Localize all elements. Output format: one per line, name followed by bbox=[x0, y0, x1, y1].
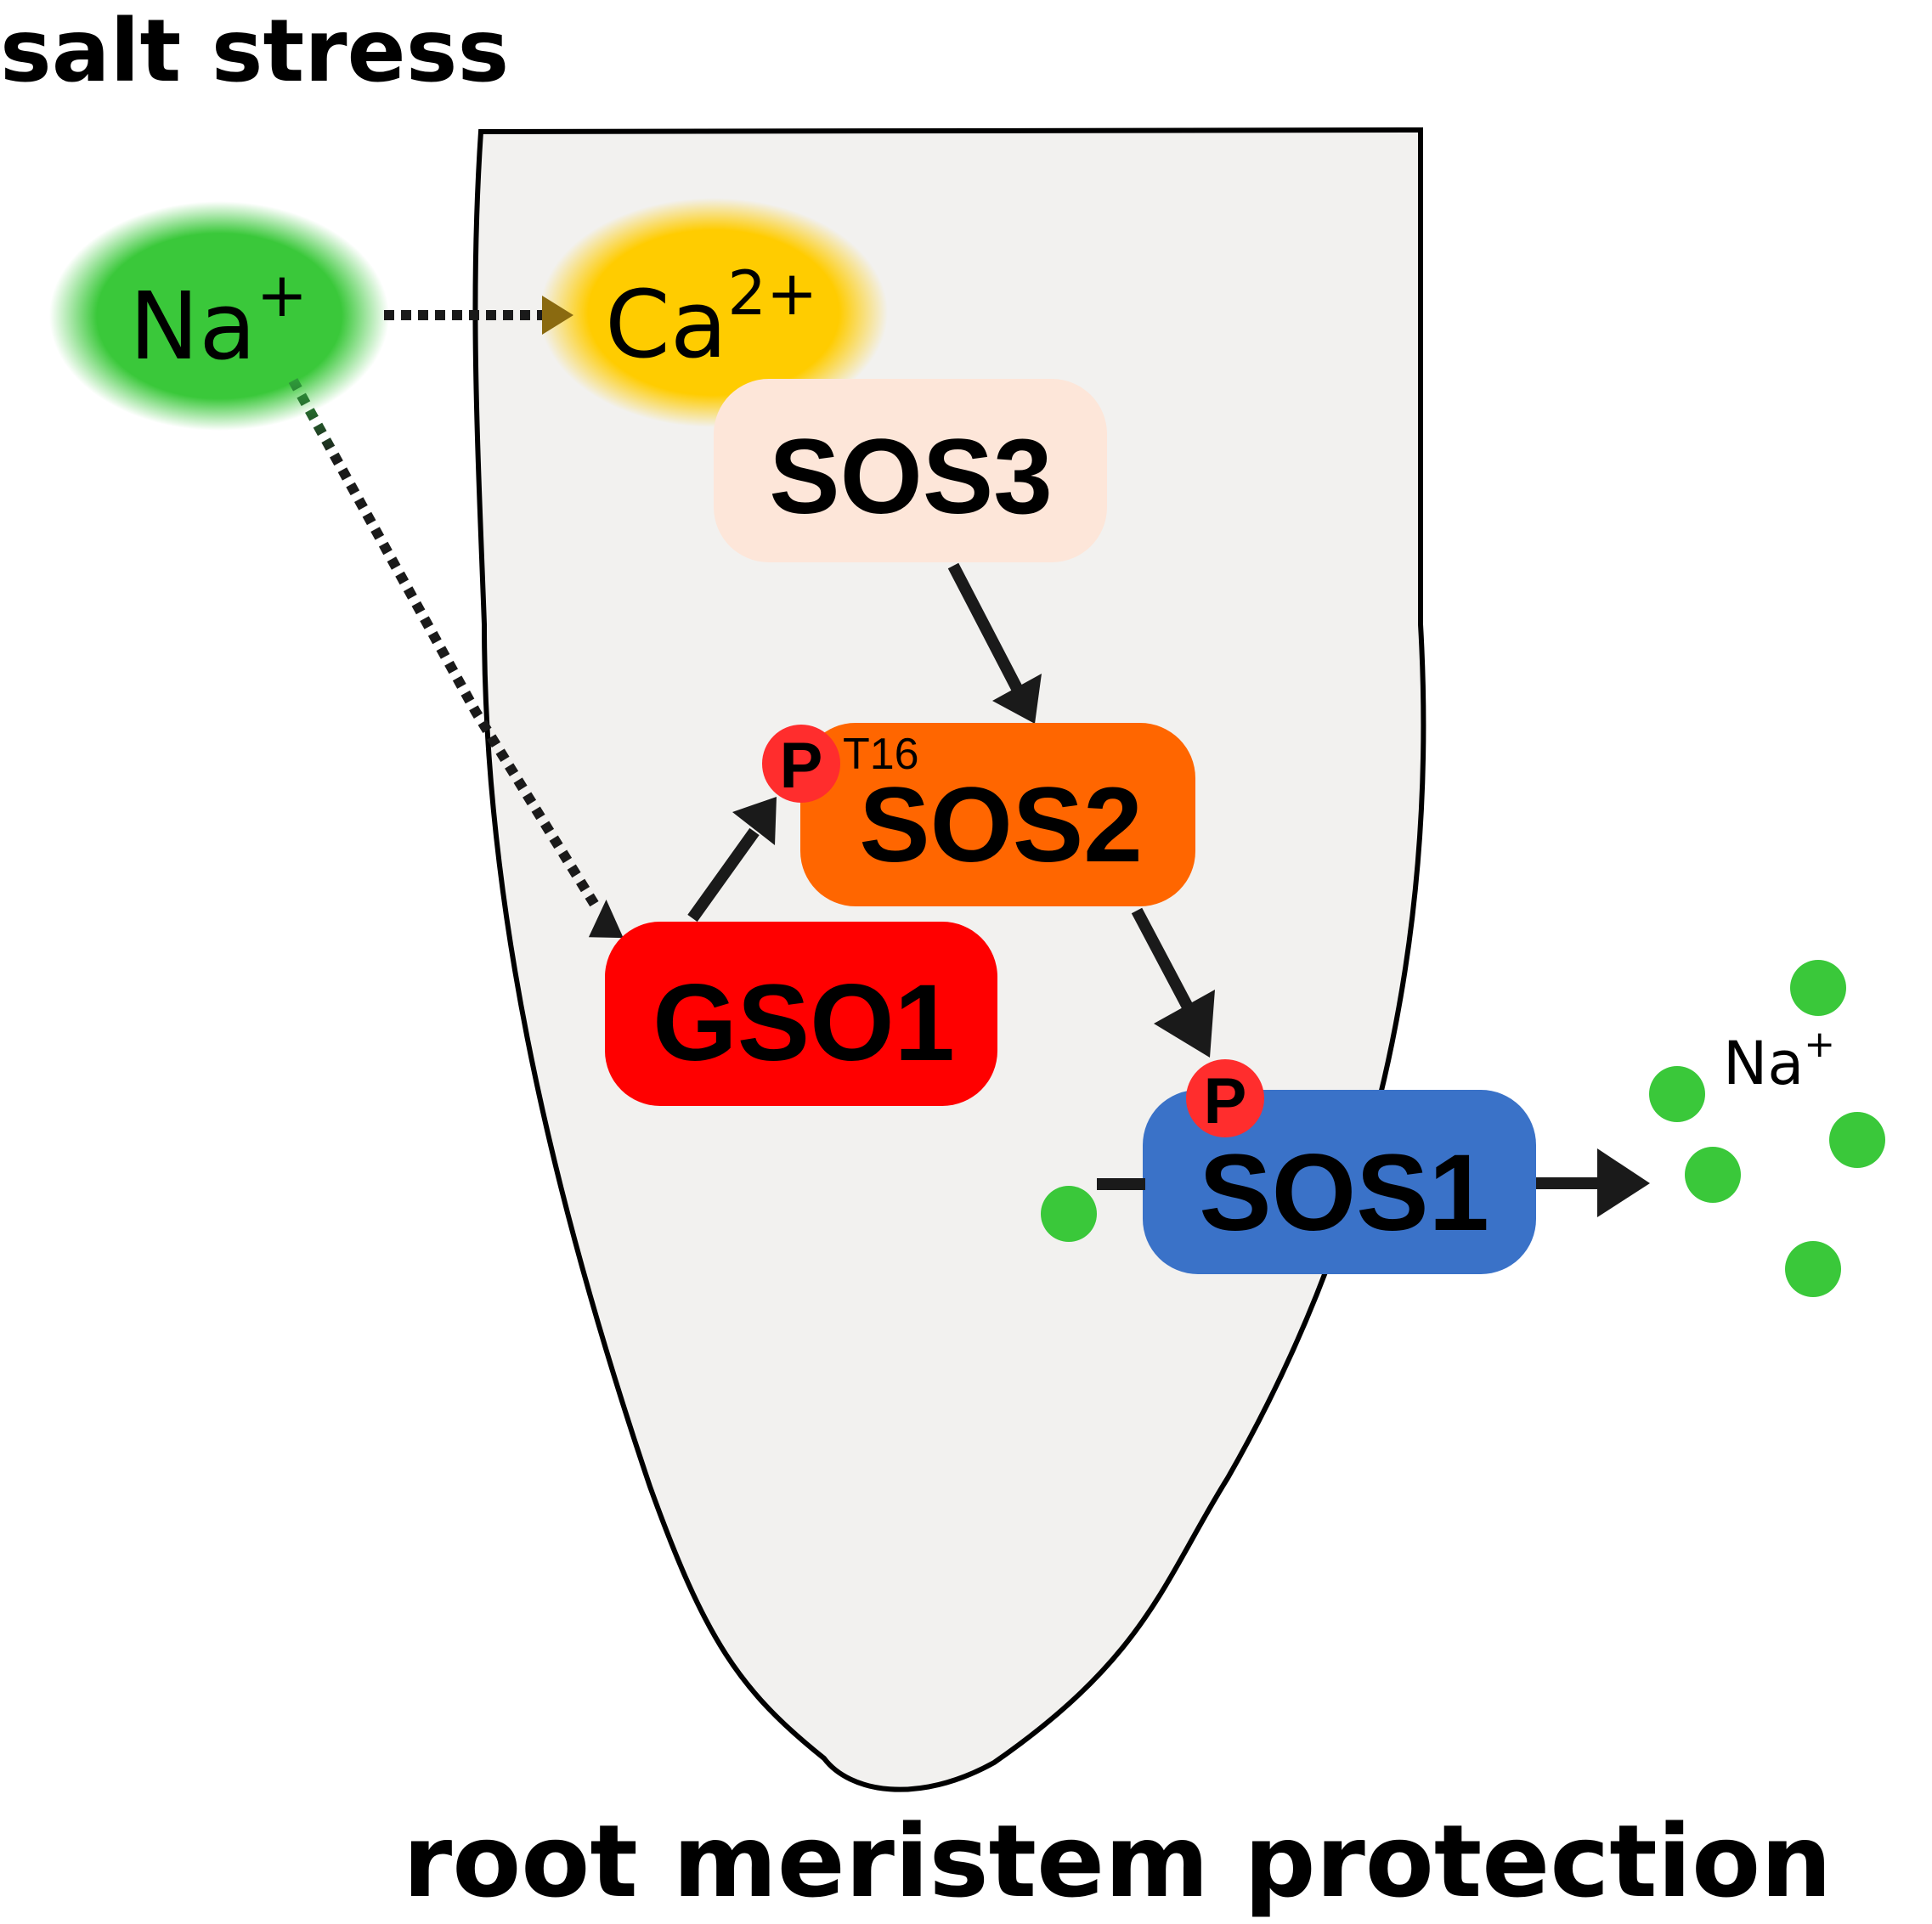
phospho-badge-sos2 bbox=[762, 725, 840, 803]
na-ion-dot bbox=[1649, 1066, 1705, 1122]
na-ion-dot-inside bbox=[1041, 1186, 1097, 1242]
gso1-label: GSO1 bbox=[652, 962, 955, 1084]
title-salt-stress: salt stress bbox=[0, 1, 509, 102]
gso1-box bbox=[605, 922, 997, 1106]
edge-sos3-to-sos2 bbox=[947, 562, 1028, 702]
ca-ion-blob bbox=[539, 198, 888, 427]
arrowhead-gso1-to-sos2 bbox=[732, 797, 777, 845]
arrowhead-sos3-to-sos2 bbox=[992, 674, 1042, 724]
arrowhead-sos2-to-sos1 bbox=[1154, 990, 1215, 1058]
na-ion-dot bbox=[1785, 1241, 1841, 1297]
sos1-label: SOS1 bbox=[1199, 1132, 1489, 1254]
na-extruded-label: Na+ bbox=[1723, 1023, 1835, 1098]
arrowhead-sos1-to-outside bbox=[1597, 1148, 1650, 1217]
sos2-label: SOS2 bbox=[859, 766, 1143, 884]
na-ion-dot bbox=[1829, 1112, 1885, 1168]
arrowhead-na-to-gso1 bbox=[588, 899, 624, 939]
phospho-symbol-sos1: P bbox=[1204, 1065, 1247, 1137]
arrowhead-na-to-ca bbox=[542, 296, 573, 335]
sos1-box bbox=[1143, 1090, 1536, 1274]
edge-na-to-gso1 bbox=[288, 378, 600, 908]
sos2-site-label: T16 bbox=[843, 730, 919, 779]
sos2-box bbox=[800, 723, 1195, 906]
na-ion-dot bbox=[1685, 1147, 1741, 1203]
na-ion-label: Na+ bbox=[129, 259, 308, 381]
sos3-box bbox=[714, 379, 1107, 562]
na-ion-dot bbox=[1790, 960, 1846, 1016]
phospho-symbol-sos2: P bbox=[780, 730, 823, 802]
sos3-label: SOS3 bbox=[769, 418, 1053, 536]
na-ion-blob bbox=[49, 201, 389, 431]
ca-ion-label: Ca2+ bbox=[605, 257, 817, 379]
phospho-badge-sos1 bbox=[1186, 1059, 1264, 1137]
edge-gso1-to-sos2 bbox=[687, 827, 760, 923]
title-root-meristem-protection: root meristem protection bbox=[403, 1803, 1832, 1920]
edge-sos2-to-sos1 bbox=[1131, 907, 1197, 1017]
